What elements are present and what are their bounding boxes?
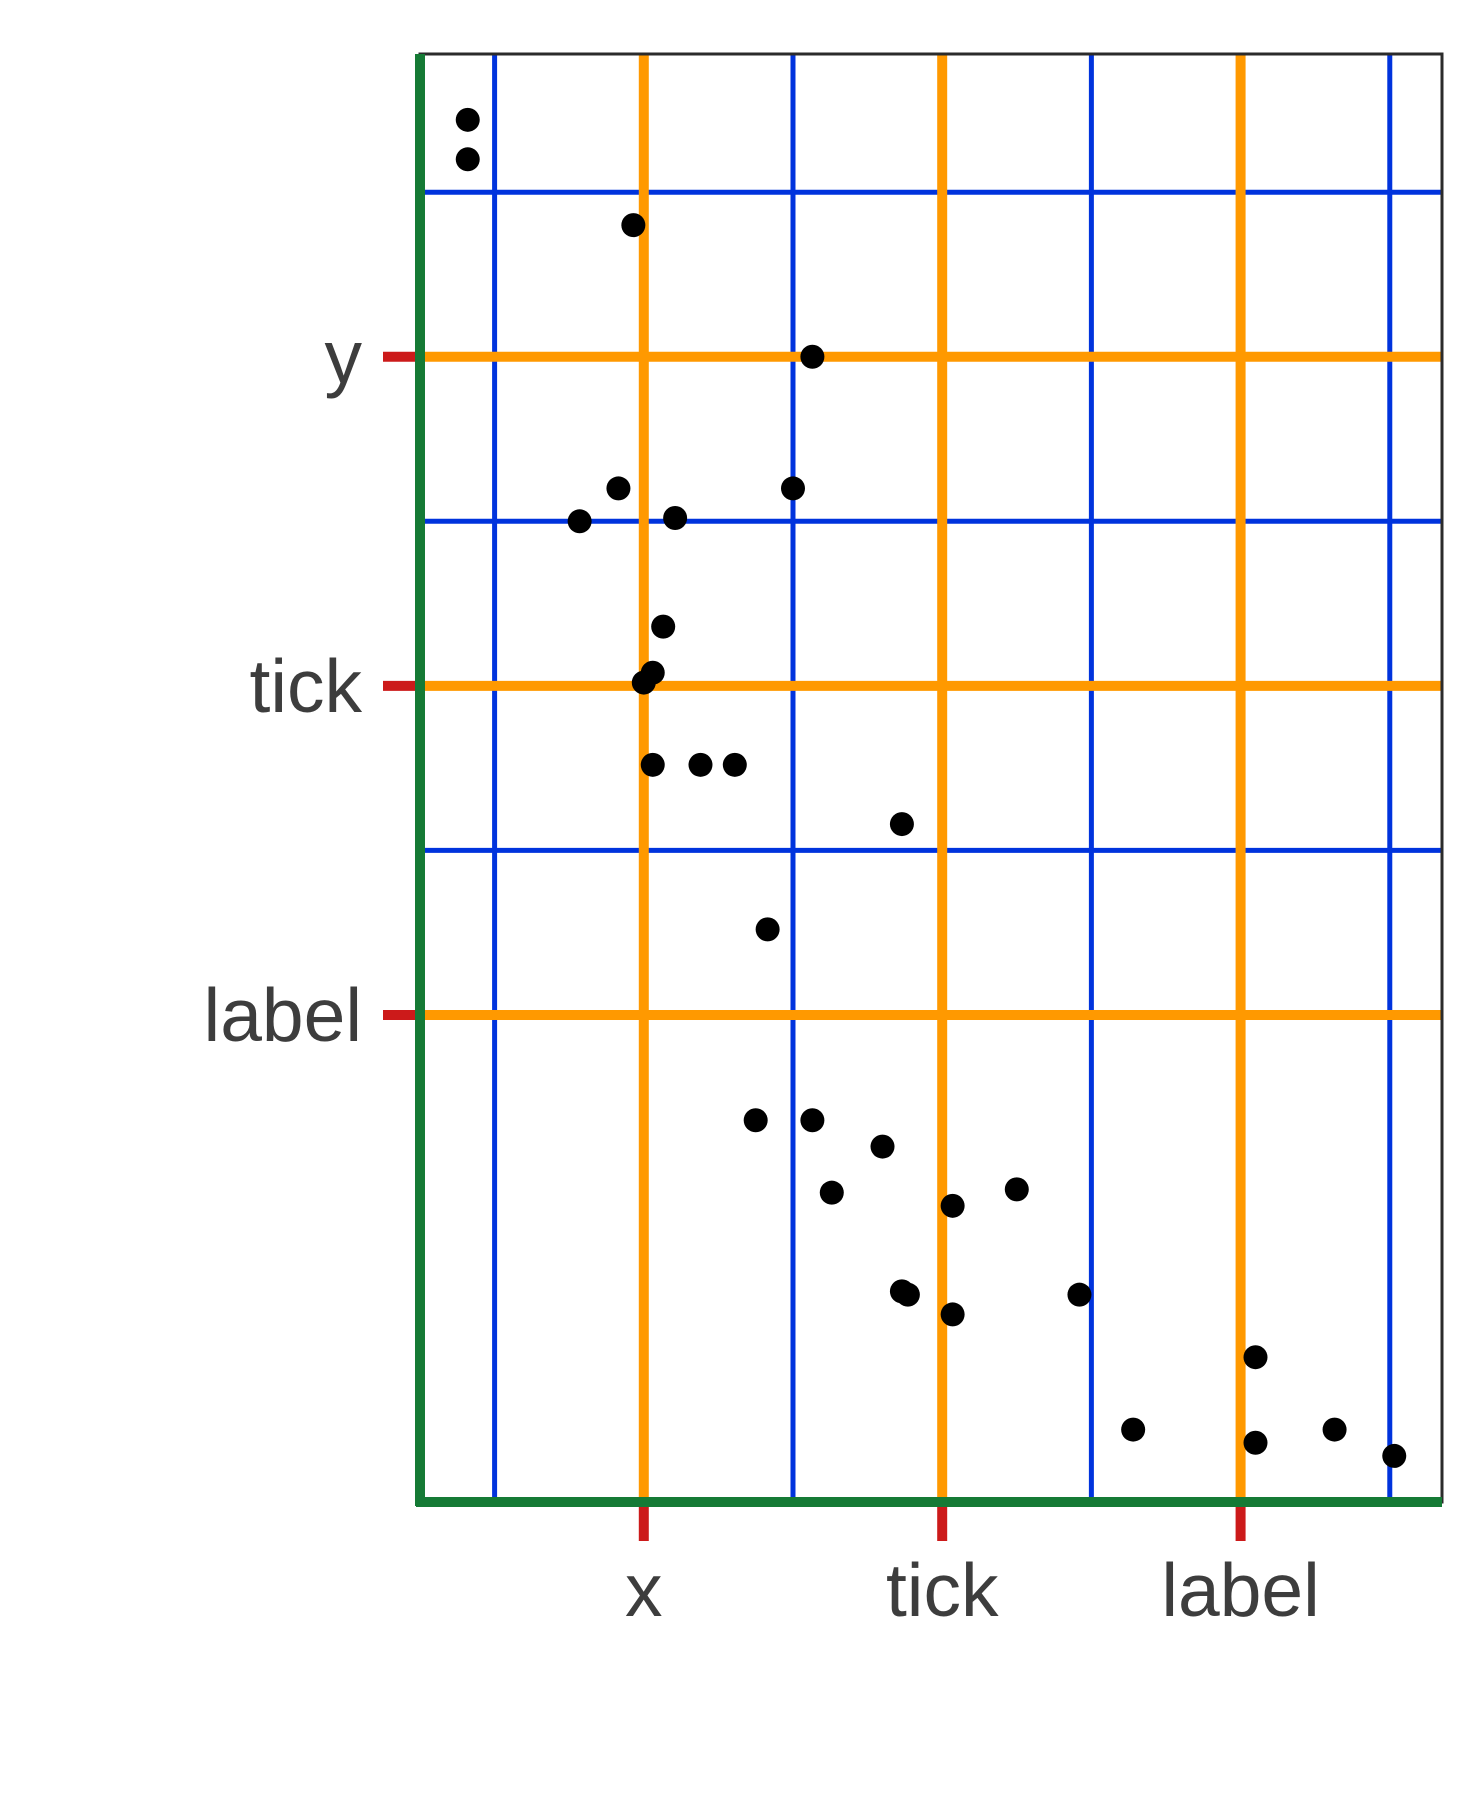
- data-point: [1382, 1443, 1407, 1468]
- data-point: [1322, 1417, 1347, 1442]
- data-point: [455, 147, 480, 172]
- data-point: [1121, 1417, 1146, 1442]
- data-points: [455, 107, 1407, 1468]
- y-tick-label: tick: [250, 644, 363, 728]
- y-tick-label: y: [325, 315, 363, 399]
- data-point: [743, 1108, 768, 1133]
- data-point: [640, 752, 665, 777]
- axis-lines: [415, 54, 1442, 1507]
- data-point: [1004, 1177, 1029, 1202]
- data-point: [1243, 1345, 1268, 1370]
- data-point: [567, 509, 592, 534]
- data-point: [895, 1282, 920, 1307]
- x-tick-label: label: [1161, 1548, 1319, 1632]
- data-point: [1067, 1282, 1092, 1307]
- y-tick-label: label: [204, 973, 362, 1057]
- tick-marks: [383, 351, 1246, 1541]
- data-point: [800, 1108, 825, 1133]
- data-point: [631, 670, 656, 695]
- data-point: [722, 752, 747, 777]
- data-point: [688, 752, 713, 777]
- data-point: [940, 1302, 965, 1327]
- data-point: [780, 476, 805, 501]
- major-gridlines: [420, 54, 1442, 1502]
- data-point: [1243, 1430, 1268, 1455]
- x-tick-label: x: [625, 1548, 663, 1632]
- data-point: [889, 812, 914, 837]
- data-point: [621, 213, 646, 238]
- panel-background: [420, 54, 1442, 1502]
- x-tick-label: tick: [886, 1548, 999, 1632]
- data-point: [755, 917, 780, 942]
- data-point: [663, 506, 688, 531]
- data-point: [870, 1134, 895, 1159]
- panel-area: [420, 54, 1442, 1502]
- data-point: [819, 1180, 844, 1205]
- data-point: [606, 476, 631, 501]
- data-point: [651, 614, 676, 639]
- tick-labels: x tick label y tick label: [204, 315, 1320, 1632]
- data-point: [940, 1193, 965, 1218]
- data-point: [455, 107, 480, 132]
- data-point: [800, 344, 825, 369]
